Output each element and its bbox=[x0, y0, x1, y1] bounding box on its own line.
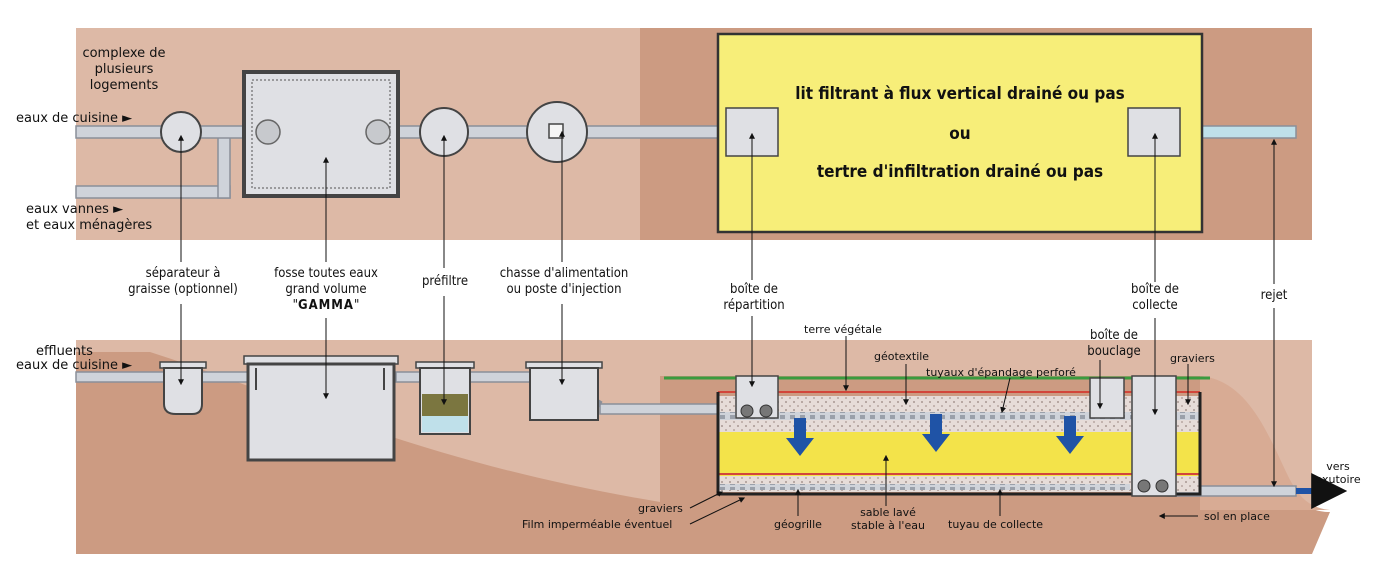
complex-line-2: plusieurs bbox=[94, 62, 154, 77]
septic-brand-text: GAMMA bbox=[298, 298, 354, 313]
kitchen-water-top: eaux de cuisine ► bbox=[16, 111, 133, 126]
black-water-line-2: et eaux ménagères bbox=[26, 218, 153, 233]
distribution-line-1: boîte de bbox=[730, 282, 778, 297]
flush-line-2: ou poste d'injection bbox=[506, 282, 622, 297]
black-water-label: eaux vannes ► et eaux ménagères bbox=[26, 202, 152, 234]
complex-line-3: logements bbox=[89, 78, 159, 93]
outlet-label: vers exutoire bbox=[1308, 460, 1368, 486]
plan-filter-bed bbox=[716, 32, 1204, 234]
plan-septic-tank bbox=[242, 70, 400, 198]
flush-line-1: chasse d'alimentation bbox=[499, 266, 629, 281]
infiltration-arrows bbox=[786, 414, 1084, 456]
separator-line-2: graisse (optionnel) bbox=[128, 282, 238, 297]
septic-brand: "GAMMA" bbox=[292, 298, 360, 313]
complex-label: complexe de plusieurs logements bbox=[80, 46, 168, 94]
native-soil-label: sol en place bbox=[1204, 510, 1270, 523]
sand-line-1: sable lavé bbox=[860, 506, 916, 519]
filter-title-or: ou bbox=[949, 124, 971, 144]
sand-line-2: stable à l'eau bbox=[851, 519, 925, 532]
section-collect-box bbox=[1131, 375, 1177, 497]
section-prefilter bbox=[415, 361, 475, 435]
flush-label: chasse d'alimentation ou poste d'injecti… bbox=[486, 266, 642, 298]
section-filter-bed bbox=[716, 391, 1202, 496]
black-water-text: eaux vannes bbox=[26, 202, 109, 217]
loop-line-2: bouclage bbox=[1087, 344, 1141, 359]
kitchen-water-section: eaux de cuisine ► bbox=[16, 358, 133, 373]
complex-line-1: complexe de bbox=[82, 46, 166, 61]
plan-flush-chamber bbox=[526, 101, 588, 163]
loop-box-label: boîte de bouclage bbox=[1076, 328, 1152, 360]
gravel-right-label: graviers bbox=[1170, 352, 1215, 365]
kitchen-water-top-text: eaux de cuisine bbox=[16, 111, 119, 126]
leader-lines bbox=[178, 130, 1277, 525]
kitchen-water-section-text: eaux de cuisine bbox=[16, 358, 119, 373]
filter-title-1: lit filtrant à flux vertical drainé ou p… bbox=[795, 84, 1125, 104]
sand-label: sable lavé stable à l'eau bbox=[846, 506, 930, 532]
filter-title-2: tertre d'infiltration drainé ou pas bbox=[816, 162, 1104, 182]
geogrid-label: géogrille bbox=[774, 518, 822, 531]
section-distribution-box bbox=[735, 375, 779, 419]
geotextile-label: géotextile bbox=[874, 350, 930, 363]
collect-line-2: collecte bbox=[1132, 298, 1178, 313]
section-flush-chamber bbox=[525, 361, 603, 421]
effluents-label: effluents bbox=[36, 344, 93, 359]
loop-line-1: boîte de bbox=[1090, 328, 1138, 343]
outlet-line-2: exutoire bbox=[1315, 473, 1361, 486]
collect-box-label: boîte de collecte bbox=[1118, 282, 1192, 314]
plan-collect-box bbox=[1127, 107, 1181, 157]
septic-tank-label: fosse toutes eaux grand volume "GAMMA" bbox=[262, 266, 390, 314]
outlet-line-1: vers bbox=[1326, 460, 1350, 473]
section-pipes bbox=[75, 371, 1297, 497]
collect-line-1: boîte de bbox=[1131, 282, 1179, 297]
separator-line-1: séparateur à bbox=[145, 266, 221, 281]
collect-pipe-label: tuyau de collecte bbox=[948, 518, 1044, 531]
discharge-label: rejet bbox=[1252, 288, 1296, 304]
gravel-left-label: graviers bbox=[638, 502, 683, 515]
septic-line-2: grand volume bbox=[285, 282, 367, 297]
section-grease-separator bbox=[159, 361, 207, 415]
prefilter-label: préfiltre bbox=[410, 274, 480, 290]
distribution-box-label: boîte de répartition bbox=[712, 282, 796, 314]
distribution-line-2: répartition bbox=[723, 298, 785, 313]
separator-label: séparateur à graisse (optionnel) bbox=[116, 266, 250, 298]
spread-pipes-label: tuyaux d'épandage perforé bbox=[926, 366, 1076, 379]
black-water-line-1: eaux vannes ► bbox=[26, 202, 124, 217]
section-septic-tank bbox=[243, 355, 399, 462]
topsoil-label: terre végétale bbox=[804, 323, 882, 336]
septic-line-1: fosse toutes eaux bbox=[274, 266, 378, 281]
membrane-label: Film imperméable éventuel bbox=[522, 518, 673, 531]
section-loop-box bbox=[1089, 377, 1125, 419]
